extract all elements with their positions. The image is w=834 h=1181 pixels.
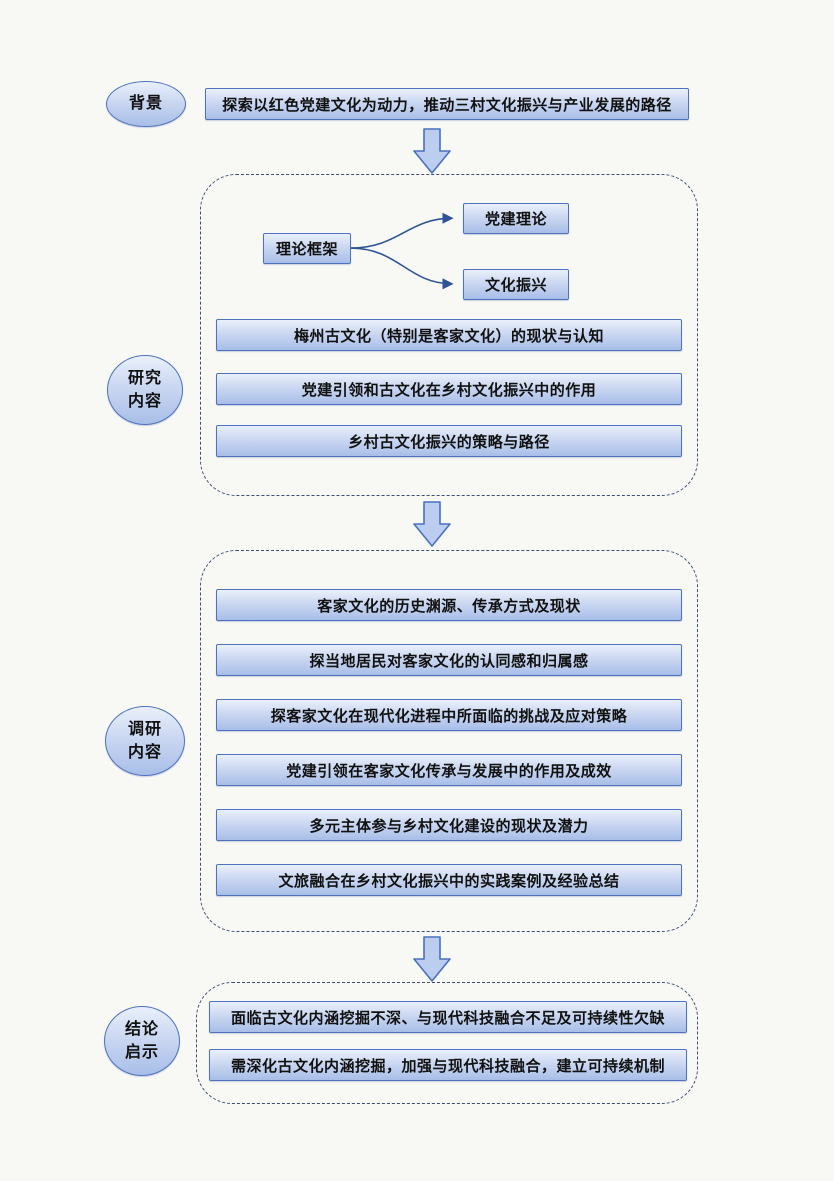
theory-framework-text: 理论框架	[275, 241, 338, 258]
conclusion-item-text: 需深化古文化内涵挖掘，加强与现代科技融合，建立可持续机制	[230, 1057, 665, 1075]
survey-item-box: 探客家文化在现代化进程中所面临的挑战及应对策略	[216, 699, 682, 731]
research-item-box: 党建引领和古文化在乡村文化振兴中的作用	[216, 373, 682, 405]
conclusion-label-line2: 启示	[124, 1044, 159, 1061]
survey-item-text: 多元主体参与乡村文化建设的现状及潜力	[309, 817, 589, 835]
research-label-line1: 研究	[127, 369, 162, 387]
survey-item-box: 文旅融合在乡村文化振兴中的实践案例及经验总结	[216, 864, 682, 896]
theory-framework-box: 理论框架	[263, 233, 351, 264]
conclusion-item-box: 面临古文化内涵挖掘不深、与现代科技融合不足及可持续性欠缺	[209, 1001, 687, 1033]
culture-revitalization-box: 文化振兴	[463, 269, 569, 300]
conclusion-label-ellipse: 结论 启示	[104, 1006, 180, 1076]
survey-label-line2: 内容	[127, 744, 162, 761]
survey-label-line1: 调研	[127, 720, 162, 738]
research-label-ellipse: 研究 内容	[107, 355, 183, 425]
survey-item-text: 文旅融合在乡村文化振兴中的实践案例及经验总结	[278, 872, 620, 890]
survey-item-text: 探客家文化在现代化进程中所面临的挑战及应对策略	[270, 707, 628, 725]
survey-item-box: 探当地居民对客家文化的认同感和归属感	[216, 644, 682, 676]
conclusion-label-line1: 结论	[124, 1020, 159, 1038]
down-arrow-icon	[413, 501, 451, 547]
survey-section: 客家文化的历史渊源、传承方式及现状 探当地居民对客家文化的认同感和归属感 探客家…	[200, 550, 698, 932]
survey-item-box: 多元主体参与乡村文化建设的现状及潜力	[216, 809, 682, 841]
party-building-theory-text: 党建理论	[484, 211, 547, 228]
conclusion-section: 面临古文化内涵挖掘不深、与现代科技融合不足及可持续性欠缺 需深化古文化内涵挖掘，…	[196, 982, 698, 1104]
research-section: 理论框架 党建理论 文化振兴 梅州古文化（特别是客家文化）的现状与认知 党建引领…	[200, 174, 698, 496]
background-statement-text: 探索以红色党建文化为动力，推动三村文化振兴与产业发展的路径	[222, 96, 672, 114]
survey-label-ellipse: 调研 内容	[105, 706, 185, 776]
background-label-ellipse: 背景	[106, 81, 186, 127]
survey-item-box: 客家文化的历史渊源、传承方式及现状	[216, 589, 682, 621]
down-arrow-icon	[413, 128, 451, 174]
research-item-text: 梅州古文化（特别是客家文化）的现状与认知	[293, 327, 604, 345]
survey-item-text: 探当地居民对客家文化的认同感和归属感	[309, 652, 589, 670]
research-label-line2: 内容	[127, 393, 162, 410]
culture-revitalization-text: 文化振兴	[484, 277, 547, 294]
research-item-box: 梅州古文化（特别是客家文化）的现状与认知	[216, 319, 682, 351]
conclusion-item-text: 面临古文化内涵挖掘不深、与现代科技融合不足及可持续性欠缺	[230, 1009, 665, 1027]
survey-item-text: 客家文化的历史渊源、传承方式及现状	[317, 597, 581, 615]
down-arrow-icon	[413, 936, 451, 982]
survey-item-box: 党建引领在客家文化传承与发展中的作用及成效	[216, 754, 682, 786]
conclusion-item-box: 需深化古文化内涵挖掘，加强与现代科技融合，建立可持续机制	[209, 1049, 687, 1081]
background-label: 背景	[128, 95, 163, 113]
research-item-text: 乡村古文化振兴的策略与路径	[348, 433, 550, 451]
party-building-theory-box: 党建理论	[463, 203, 569, 234]
research-item-text: 党建引领和古文化在乡村文化振兴中的作用	[301, 381, 597, 399]
research-item-box: 乡村古文化振兴的策略与路径	[216, 425, 682, 457]
background-statement-box: 探索以红色党建文化为动力，推动三村文化振兴与产业发展的路径	[205, 88, 689, 120]
survey-item-text: 党建引领在客家文化传承与发展中的作用及成效	[286, 762, 612, 780]
